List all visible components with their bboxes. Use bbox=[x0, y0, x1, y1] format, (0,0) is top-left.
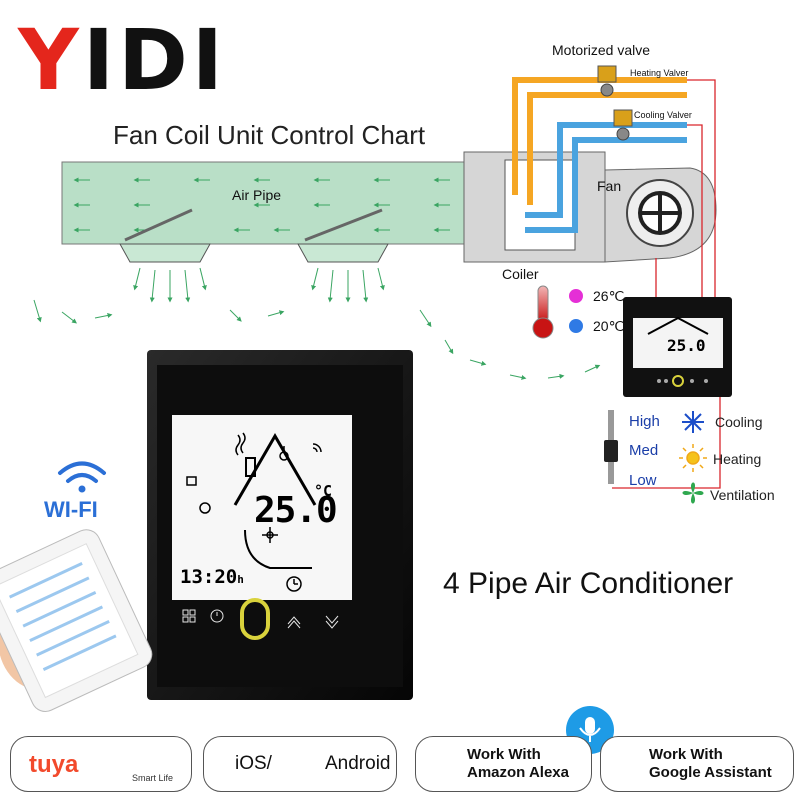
air-pipe-label: Air Pipe bbox=[232, 187, 282, 203]
mini-thermostat-frame bbox=[623, 297, 732, 397]
brand-logo: YIDI bbox=[18, 18, 227, 102]
thermostat-clock: 13:20h bbox=[180, 566, 244, 588]
android-label: Android bbox=[325, 753, 391, 774]
speed-med-label: Med bbox=[629, 442, 659, 459]
thermostat-buttons bbox=[182, 598, 339, 640]
smart-life-label: Smart Life bbox=[132, 773, 174, 783]
mode-heating-label: Heating bbox=[713, 451, 762, 467]
google-line1: Work With bbox=[649, 746, 723, 763]
diffuser-downflow-arrows bbox=[133, 267, 385, 303]
air-duct bbox=[61, 161, 465, 245]
alexa-line1: Work With bbox=[467, 746, 541, 763]
thermostat-temperature-unit: °C bbox=[314, 482, 333, 500]
brand-logo-rest: IDI bbox=[82, 11, 228, 109]
valve-icons bbox=[597, 65, 633, 141]
cold-dot-icon bbox=[569, 319, 583, 333]
coiler-label: Coiler bbox=[502, 266, 539, 282]
mode-cooling-label: Cooling bbox=[715, 414, 763, 430]
motorized-valve-label: Motorized valve bbox=[552, 42, 651, 58]
diffuser-right bbox=[297, 208, 389, 263]
brand-logo-first-letter: Y bbox=[18, 11, 83, 109]
room-airflow-arrows bbox=[33, 299, 601, 380]
tuya-wordmark: tuya bbox=[29, 751, 79, 778]
heating-pipes bbox=[512, 77, 687, 205]
chart-title: Fan Coil Unit Control Chart bbox=[113, 120, 426, 150]
sun-icon bbox=[679, 444, 707, 472]
google-line2: Google Assistant bbox=[649, 764, 772, 781]
speed-high-label: High bbox=[629, 413, 660, 430]
ios-android-badge: iOS/ Android bbox=[203, 736, 397, 792]
thermostat-clock-time: 13:20 bbox=[180, 566, 238, 588]
phone-in-hand-image bbox=[0, 529, 153, 712]
fan-blades-icon bbox=[682, 482, 704, 504]
tuya-smart-life-badge: tuya Smart Life bbox=[10, 736, 192, 792]
thermometer-icon bbox=[532, 285, 554, 339]
fan-housing bbox=[604, 167, 717, 263]
control-wiring bbox=[612, 79, 721, 489]
product-name: 4 Pipe Air Conditioner bbox=[443, 567, 734, 600]
alexa-line2: Amazon Alexa bbox=[467, 764, 569, 781]
duct-flow-arrows bbox=[73, 177, 450, 233]
google-assistant-badge: Work With Google Assistant bbox=[600, 736, 794, 792]
lcd-icons bbox=[186, 432, 322, 592]
speed-low-label: Low bbox=[629, 472, 657, 489]
snowflake-icon bbox=[682, 411, 704, 433]
hot-dot-icon bbox=[569, 289, 583, 303]
thermostat-frame bbox=[147, 350, 413, 700]
wifi-label: WI-FI bbox=[44, 497, 98, 522]
thermostat-clock-suffix: h bbox=[237, 573, 244, 586]
temp-hot-label: 26℃ bbox=[593, 288, 625, 304]
ios-label: iOS/ bbox=[235, 753, 272, 774]
alexa-badge: Work With Amazon Alexa bbox=[415, 736, 592, 792]
diffuser-left bbox=[119, 208, 211, 263]
mini-thermostat-temperature: 25.0 bbox=[667, 336, 706, 355]
wifi-icon bbox=[58, 461, 106, 493]
speed-indicator-icon bbox=[604, 410, 618, 484]
fan-label: Fan bbox=[597, 178, 622, 194]
cooling-valve-label: Cooling Valver bbox=[634, 110, 692, 120]
mode-ventilation-label: Ventilation bbox=[710, 487, 775, 503]
thermostat-temperature: 25.0 bbox=[254, 490, 338, 531]
temp-cold-label: 20℃ bbox=[593, 318, 625, 334]
heating-valve-label: Heating Valver bbox=[630, 68, 689, 78]
